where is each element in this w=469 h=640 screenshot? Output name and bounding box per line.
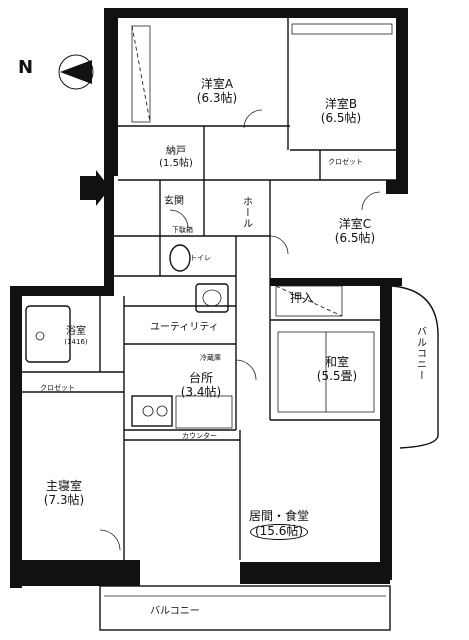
- entrance-label: 玄関: [164, 196, 184, 207]
- room-western-b-name: 洋室B: [324, 97, 358, 111]
- room-japanese-size: (5.5畳): [316, 368, 358, 383]
- counter-label: カウンター: [182, 432, 217, 440]
- room-japanese: 和室 (5.5畳): [312, 355, 362, 384]
- room-storage-name: 納戸: [166, 146, 186, 157]
- room-bath-name: 浴室: [66, 326, 86, 337]
- compass-icon: [58, 54, 94, 90]
- room-western-a: 洋室A (6.3帖): [192, 77, 242, 106]
- room-western-b-size: (6.5帖): [320, 110, 362, 125]
- utility-label: ユーティリティ: [150, 322, 219, 333]
- room-master-name: 主寝室: [45, 479, 82, 493]
- room-living: 居間・食堂 (15.6帖): [244, 509, 314, 540]
- room-kitchen-name: 台所: [188, 371, 213, 385]
- room-western-c-name: 洋室C: [338, 217, 372, 231]
- room-western-c: 洋室C (6.5帖): [330, 217, 380, 246]
- balcony-side-label: バルコニー: [414, 326, 426, 381]
- room-kitchen: 台所 (3.4帖): [176, 371, 226, 400]
- pantry-label: 冷蔵庫: [200, 354, 221, 362]
- room-bath: 浴室 (1416): [56, 326, 96, 346]
- room-kitchen-size: (3.4帖): [180, 384, 222, 399]
- room-western-c-size: (6.5帖): [334, 230, 376, 245]
- fixtures: [25, 23, 439, 631]
- room-living-size: (15.6帖): [244, 523, 314, 540]
- hall-label: ホール: [240, 196, 252, 229]
- room-bath-size: (1416): [64, 337, 88, 346]
- outer-walls: [10, 8, 408, 588]
- room-japanese-name: 和室: [324, 355, 349, 369]
- room-western-a-name: 洋室A: [200, 77, 234, 91]
- room-living-name: 居間・食堂: [248, 509, 309, 523]
- room-western-b: 洋室B (6.5帖): [316, 97, 366, 126]
- room-western-a-size: (6.3帖): [196, 90, 238, 105]
- shoebox-label: 下駄箱: [172, 226, 193, 234]
- toilet-label: トイレ: [190, 254, 211, 262]
- room-storage: 納戸 (1.5帖): [156, 146, 196, 169]
- closet-label: クロゼット: [328, 158, 363, 166]
- compass-label: N: [18, 57, 34, 78]
- room-master-size: (7.3帖): [43, 492, 85, 507]
- closet-b-label: クロゼット: [40, 384, 75, 392]
- room-master: 主寝室 (7.3帖): [36, 479, 92, 508]
- oshiire-label: 押入: [290, 291, 315, 305]
- balcony-bottom-label: バルコニー: [150, 606, 200, 617]
- interior-walls: [22, 18, 400, 560]
- room-storage-size: (1.5帖): [159, 157, 193, 169]
